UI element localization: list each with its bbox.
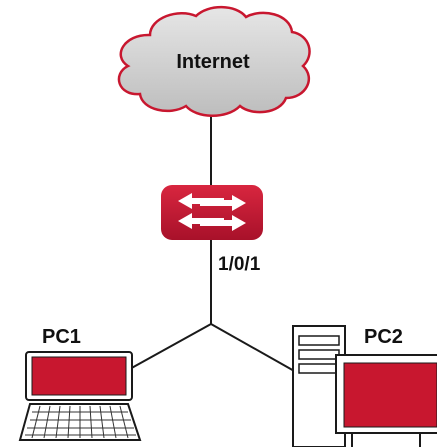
switch-device: 1/0/1: [161, 185, 263, 275]
pc1-label: PC1: [42, 326, 81, 348]
switch-port-label: 1/0/1: [218, 254, 261, 275]
pc2-device: PC2: [292, 325, 437, 447]
laptop-screen: [31, 356, 127, 396]
links: [127, 108, 297, 373]
switch-arrows-icon: [178, 193, 246, 231]
pc2-label: PC2: [364, 326, 403, 348]
internet-cloud: Internet: [117, 5, 311, 117]
link-junction-pc2: [210, 323, 297, 373]
monitor-screen: [343, 362, 437, 428]
laptop-keys-icon: [25, 405, 136, 439]
internet-label: Internet: [176, 51, 250, 73]
cloud-icon: [117, 5, 311, 117]
desktop-monitor: [335, 354, 437, 447]
link-junction-pc1: [127, 323, 212, 371]
pc1-device: PC1: [18, 326, 142, 441]
switch-body: [161, 185, 263, 240]
